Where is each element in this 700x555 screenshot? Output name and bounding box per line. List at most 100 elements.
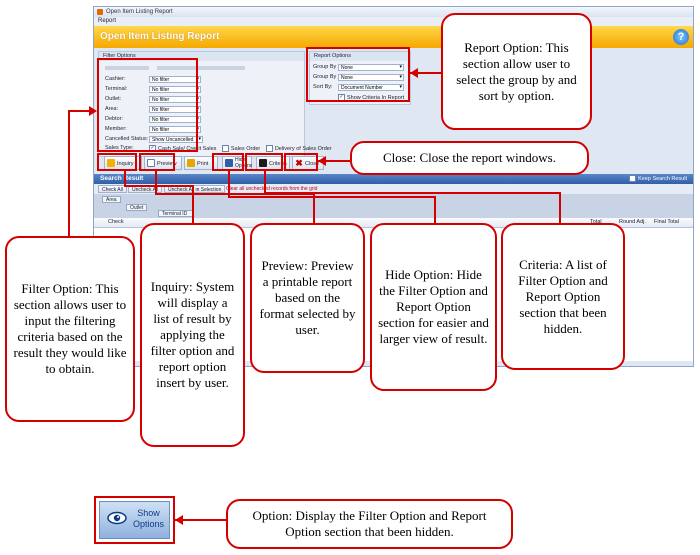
group-by-2-row: Group By 2: [313, 74, 342, 80]
print-button[interactable]: Print [184, 156, 218, 170]
eye-icon [225, 159, 233, 167]
report-options-title: Report Options [310, 52, 410, 61]
close-icon: ✖ [295, 158, 303, 168]
uncheck-selection-button[interactable]: Uncheck All in Selection [164, 185, 226, 193]
print-label: Print [197, 161, 209, 167]
show-option-connector [175, 519, 226, 521]
filter-label: Member: [105, 126, 127, 132]
sort-by-row: Sort By: [313, 84, 333, 90]
window-titlebar: Open Item Listing Report [94, 7, 693, 17]
hide-connector-b [228, 196, 434, 198]
show-option-arrow [175, 515, 183, 525]
column-round-adj[interactable]: Round Adj. [619, 219, 646, 225]
hide-connector-a [228, 171, 230, 196]
close-connector [318, 160, 350, 162]
close-highlight [284, 153, 318, 171]
callout-hide-option: Hide Option: Hide the Filter Option and … [370, 223, 497, 391]
result-button-bar: Check All Uncheck All Uncheck All in Sel… [94, 184, 693, 194]
preview-label: Preview [157, 161, 177, 167]
hide-connector-c [434, 196, 436, 223]
inquiry-connector-a [124, 171, 126, 185]
criteria-label: Criteria [269, 161, 287, 167]
group-by-2-label: Group By 2: [313, 74, 343, 80]
hide-highlight [212, 153, 244, 171]
filter-connector-vertical [68, 110, 70, 240]
callout-inquiry: Inquiry: System will display a list of r… [140, 223, 245, 447]
callout-close: Close: Close the report windows. [350, 141, 589, 175]
report-arrow [410, 68, 418, 78]
filter-label: Terminal: [105, 86, 128, 92]
help-icon[interactable]: ? [673, 29, 689, 45]
group-by-2-select[interactable]: None [338, 74, 404, 81]
keep-search-result[interactable]: Keep Search Result [629, 174, 687, 184]
show-options-button[interactable]: Show Options [99, 501, 170, 539]
print-icon [187, 159, 195, 167]
criteria-connector-c [559, 192, 561, 223]
filter-label: Area: [105, 106, 119, 112]
inquiry-label: Inquiry [117, 161, 134, 167]
criteria-connector-b [264, 192, 560, 194]
page-title: Open Item Listing Report [100, 31, 220, 42]
sales-type-cash-label: Cash Sale/ Credit Sales [158, 145, 217, 152]
group-by-1-row: Group By 1: [313, 64, 342, 70]
filter-label: Debtor: [105, 116, 124, 122]
preview-button[interactable]: Preview [144, 156, 182, 170]
filter-arrow [89, 106, 97, 116]
sales-type-order-checkbox[interactable] [221, 145, 229, 152]
sort-by-select[interactable]: Document Number [338, 84, 404, 91]
group-by-1-label: Group By 1: [313, 64, 343, 70]
close-label: Close [305, 161, 320, 167]
sort-by-label: Sort By: [313, 84, 333, 90]
filter-select[interactable]: Show Uncancelled [149, 136, 203, 143]
report-highlight [306, 47, 410, 102]
sales-type-order-label: Sales Order [230, 145, 261, 152]
window-title: Open Item Listing Report [106, 9, 173, 15]
group-tag-area[interactable]: Area [102, 196, 121, 203]
filter-options-title: Filter Options [99, 52, 304, 61]
column-final-total[interactable]: Final Total [654, 219, 679, 225]
inquiry-connector-c [192, 185, 194, 223]
report-connector [410, 72, 443, 74]
close-arrow [318, 156, 326, 166]
inquiry-connector-b [124, 185, 192, 187]
check-all-button[interactable]: Check All [98, 185, 127, 193]
app-icon [97, 9, 103, 15]
criteria-highlight [245, 153, 283, 171]
clear-unchecked-link[interactable]: Clear all unchecked records from the gri… [226, 186, 318, 192]
column-check[interactable]: Check [108, 219, 124, 225]
search-result-header: Search Result Keep Search Result [94, 174, 693, 184]
menu-report[interactable]: Report [98, 18, 117, 24]
inquiry-icon [107, 159, 115, 167]
callout-criteria: Criteria: A list of Filter Option and Re… [501, 223, 625, 370]
preview-connector-c [313, 193, 315, 223]
sales-type-delivery-label: Delivery of Sales Order [274, 145, 332, 152]
sales-type-label: Sales Type: [105, 145, 134, 151]
criteria-connector-a [264, 171, 266, 193]
eye-icon [107, 511, 127, 525]
callout-show-option: Option: Display the Filter Option and Re… [226, 499, 513, 549]
preview-connector-b [155, 193, 313, 195]
filter-row-date [105, 66, 245, 72]
group-tag-outlet[interactable]: Outlet [126, 204, 148, 211]
show-criteria-label: Show Criteria In Report [347, 94, 405, 101]
show-options-label: Show Options [133, 508, 165, 529]
preview-highlight [139, 153, 175, 171]
sales-type-delivery-checkbox[interactable] [265, 145, 273, 152]
report-options-panel: Report Options Group By 1: None Group By… [309, 51, 411, 105]
inquiry-highlight [97, 153, 137, 171]
sales-type-row: Sales Type: ✓Cash Sale/ Credit Sales Sal… [105, 145, 332, 152]
filter-label: Outlet: [105, 96, 122, 102]
preview-icon [147, 159, 155, 167]
show-options-highlight: Show Options [94, 496, 175, 544]
filter-connector-horizontal [68, 110, 93, 112]
callout-report-option: Report Option: This section allow user t… [441, 13, 592, 130]
filter-label: Cashier: [105, 76, 126, 82]
preview-connector-a [155, 171, 157, 193]
callout-filter-option: Filter Option: This section allows user … [5, 236, 135, 422]
group-tag-terminal[interactable]: Terminal ID [158, 210, 194, 217]
group-by-1-select[interactable]: None [338, 64, 404, 71]
criteria-icon [259, 159, 267, 167]
report-header: Open Item Listing Report ? [94, 26, 693, 48]
callout-preview: Preview: Preview a printable report base… [250, 223, 365, 373]
column-total[interactable]: Total [590, 219, 602, 225]
